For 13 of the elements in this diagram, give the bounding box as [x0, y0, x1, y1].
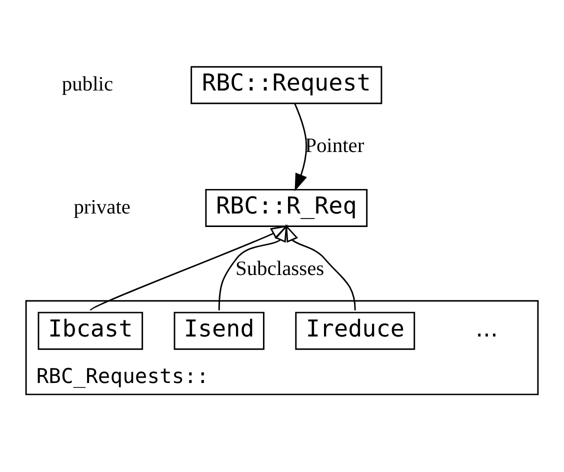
label: public	[62, 73, 114, 96]
node-box: RBC::Request	[190, 66, 382, 104]
arrow	[90, 224, 288, 310]
node-box: Ireduce	[295, 311, 416, 350]
node-box: RBC::R_Req	[205, 188, 368, 226]
label: private	[74, 196, 131, 218]
node-box: Isend	[174, 311, 264, 350]
label: ...	[476, 314, 498, 342]
arrow	[218, 224, 288, 310]
arrow	[286, 224, 356, 310]
node-box: Ibcast	[38, 311, 144, 350]
edge-label: Subclasses	[235, 257, 324, 280]
arrow	[294, 103, 308, 191]
